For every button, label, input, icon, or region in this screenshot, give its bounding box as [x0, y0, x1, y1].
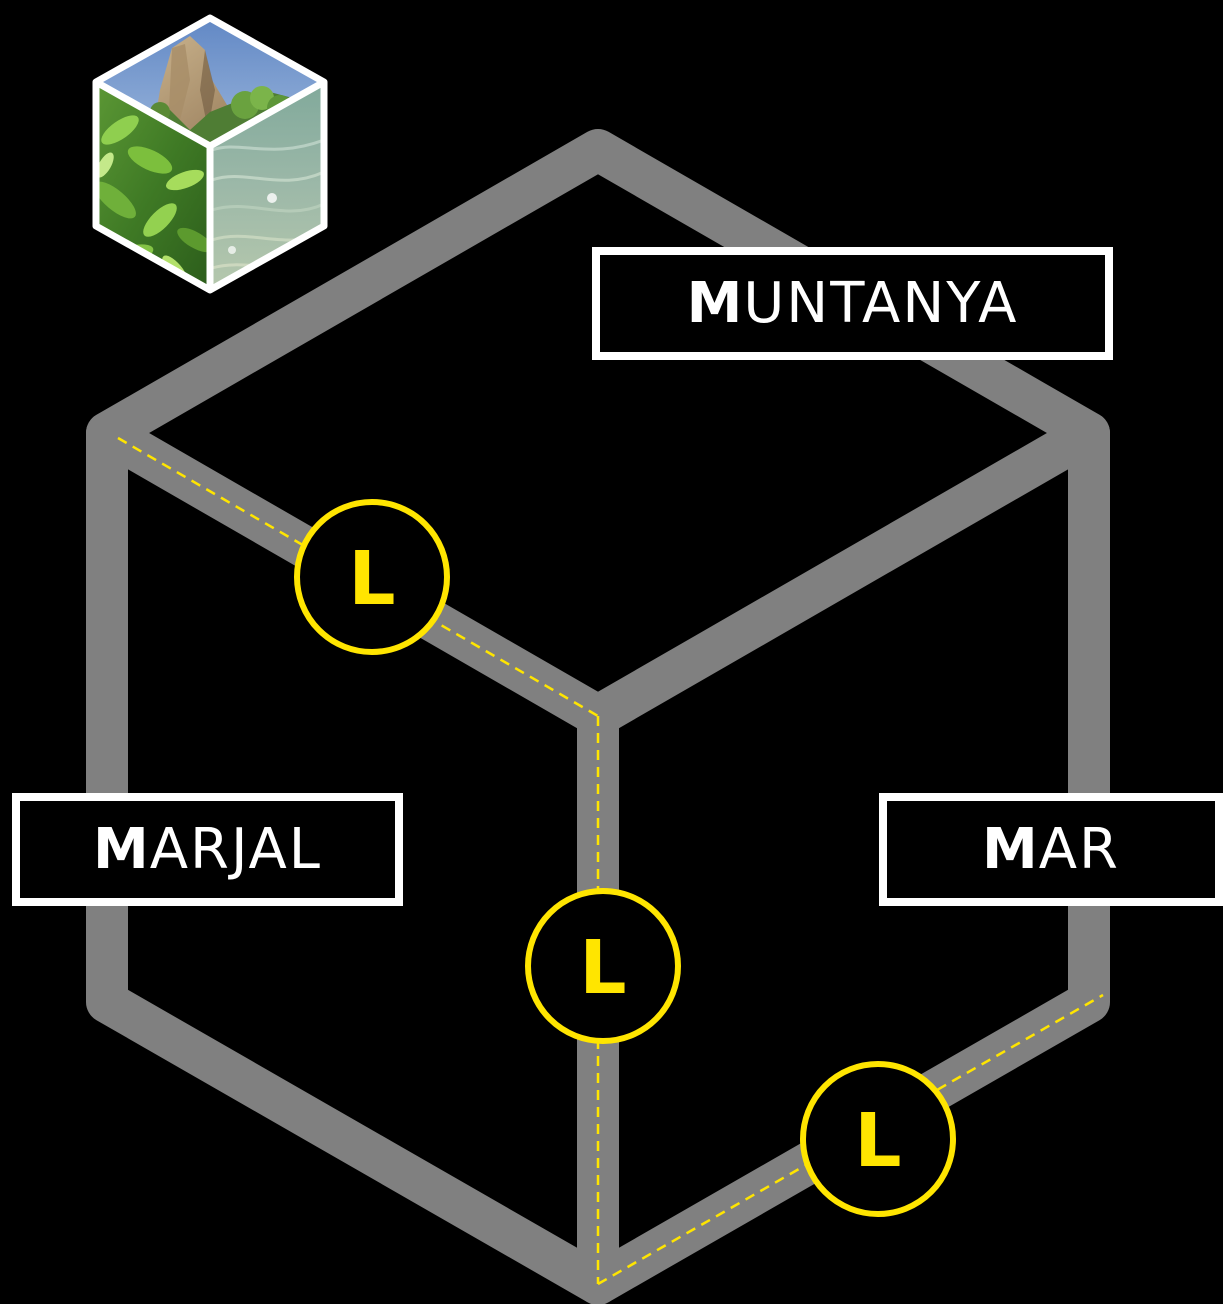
cube-inner-edge-right: [577, 412, 1110, 737]
link-marker: L: [294, 499, 450, 655]
label-muntanya-initial: M: [686, 270, 744, 336]
link-marker: L: [525, 888, 681, 1044]
link-marker-circle: [800, 1061, 956, 1217]
link-marker: L: [800, 1061, 956, 1217]
link-marker-letter: L: [854, 1098, 901, 1184]
label-marjal-rest: ARJAL: [149, 816, 322, 882]
link-marker-circle: [294, 499, 450, 655]
label-mar-rest: AR: [1038, 816, 1120, 882]
label-muntanya-rest: UNTANYA: [743, 270, 1019, 336]
link-marker-circle: [525, 888, 681, 1044]
link-marker-letter: L: [348, 536, 395, 622]
label-marjal-initial: M: [93, 816, 150, 882]
photo-cube-logo: [92, 14, 328, 294]
link-marker-letter: L: [579, 925, 626, 1011]
label-mar-initial: M: [982, 816, 1039, 882]
